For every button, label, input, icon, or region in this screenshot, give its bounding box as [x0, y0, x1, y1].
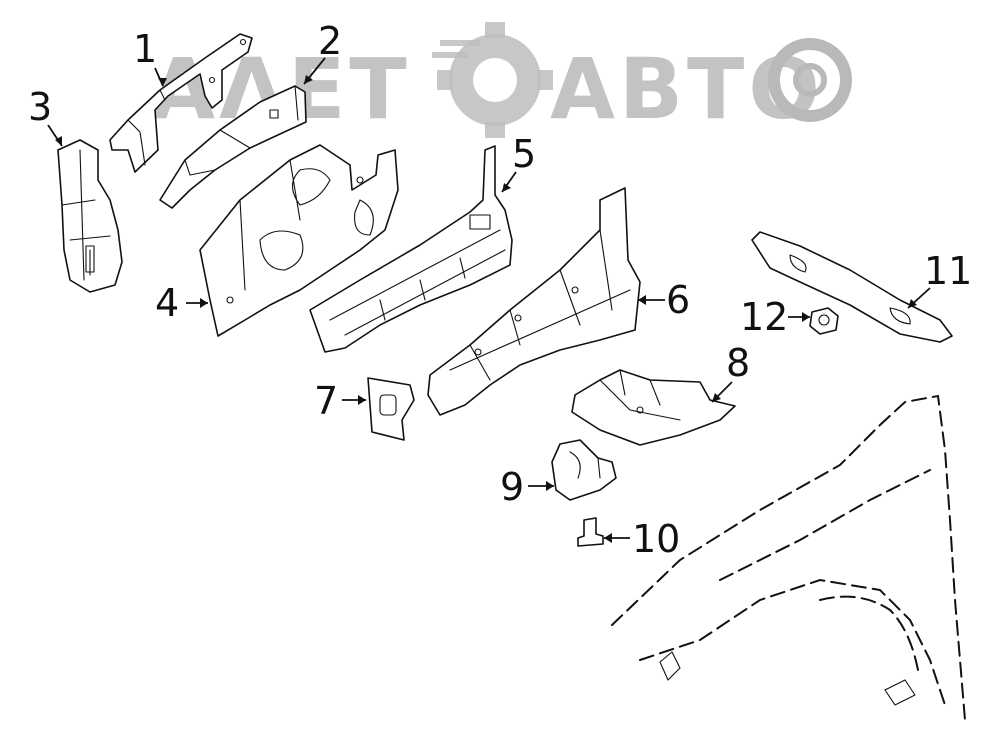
- callout-10[interactable]: 10: [632, 517, 680, 561]
- watermark-logo: ΑΛΕΤ ΑΒΤΟ: [150, 22, 852, 138]
- callout-12[interactable]: 12: [740, 295, 788, 339]
- leader-lines: [47, 57, 931, 543]
- tire-icon: [768, 38, 852, 122]
- callout-6[interactable]: 6: [666, 278, 690, 322]
- callout-11[interactable]: 11: [924, 249, 972, 293]
- part-9-mount[interactable]: [551, 439, 617, 501]
- part-6-fender-apron[interactable]: [427, 187, 641, 416]
- part-11-support-bar[interactable]: [751, 231, 953, 343]
- part-7-mounting-plate[interactable]: [367, 377, 415, 441]
- callout-7[interactable]: 7: [314, 379, 338, 423]
- callout-8[interactable]: 8: [726, 341, 750, 385]
- part-12-nut[interactable]: [809, 307, 839, 335]
- callout-5[interactable]: 5: [512, 132, 536, 176]
- fender-outline: [611, 394, 966, 721]
- gear-icon: [432, 22, 553, 138]
- part-2-rail-extension[interactable]: [159, 85, 307, 209]
- callout-9[interactable]: 9: [500, 465, 524, 509]
- callout-4[interactable]: 4: [155, 281, 179, 325]
- part-8-lower-bracket[interactable]: [571, 369, 736, 446]
- part-3-side-reinforcement[interactable]: [57, 139, 123, 293]
- part-5-apron-panel[interactable]: [309, 145, 513, 353]
- part-1-upper-bracket[interactable]: [109, 33, 253, 173]
- part-4-wheelhouse-panel[interactable]: [199, 144, 399, 337]
- callout-3[interactable]: 3: [28, 85, 52, 129]
- callout-labels: 1 2 3 4 5 6 7 8 9 10 11 12: [28, 19, 972, 561]
- callout-1[interactable]: 1: [133, 27, 157, 71]
- callout-2[interactable]: 2: [318, 19, 342, 63]
- part-10-clip[interactable]: [577, 517, 604, 547]
